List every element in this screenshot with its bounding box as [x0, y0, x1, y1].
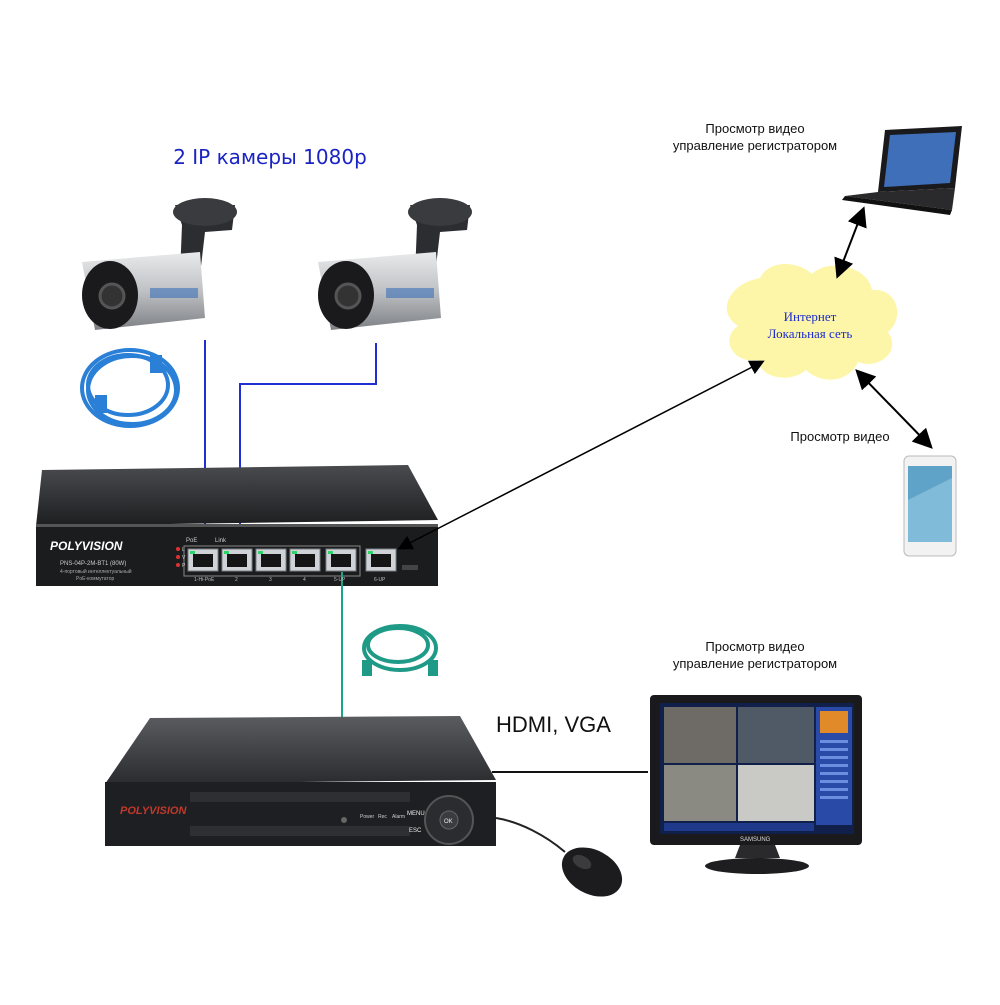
- dvr-brand: POLYVISION: [120, 805, 187, 817]
- dvr-indicator-alarm: Alarm: [392, 814, 405, 820]
- switch-brand: POLYVISION: [50, 539, 123, 553]
- mouse-icon: [495, 817, 623, 897]
- cloud-label: Интернет Локальная сеть: [735, 308, 885, 342]
- dvr-indicator-power: Power: [360, 814, 375, 820]
- green-patch-cable-icon: [362, 624, 438, 676]
- switch-model: PNS-04P-2M-BT1 (80W): [60, 561, 126, 567]
- switch-led-p: P: [182, 563, 186, 569]
- monitor: [650, 695, 862, 874]
- monitor-label-line-2: управление регистратором: [672, 656, 838, 671]
- laptop-label-line-2: управление регистратором: [672, 138, 838, 153]
- cloud-label-line-1: Интернет: [783, 309, 837, 324]
- port-label-5: 5-UP: [334, 577, 346, 583]
- dvr-menu-label: MENU: [407, 811, 425, 817]
- monitor-label: Просмотр видео управление регистратором: [655, 638, 855, 672]
- diagram-title: 2 IP камеры 1080р: [173, 145, 367, 169]
- phone-label: Просмотр видео: [790, 429, 890, 444]
- ip-camera-1: [82, 198, 237, 330]
- smartphone-icon: [903, 455, 957, 557]
- switch-led-l: L: [182, 547, 185, 553]
- camera-2-cable: [239, 343, 377, 555]
- dvr-esc-label: ESC: [409, 828, 422, 834]
- cloud-label-line-2: Локальная сеть: [767, 326, 853, 341]
- switch-link-label: Link: [215, 538, 227, 544]
- connection-label: HDMI, VGA: [496, 712, 611, 737]
- dvr-indicator-rec: Rec: [378, 814, 387, 820]
- port-label-6: 6-UP: [374, 577, 386, 583]
- monitor-brand: SAMSUNG: [740, 837, 771, 843]
- dvr-ok-label: OK: [444, 819, 453, 825]
- port-label-3: 3: [269, 577, 272, 583]
- port-label-1: 1-Hi-PoE: [194, 577, 215, 583]
- switch-poe-label: PoE: [186, 538, 197, 544]
- monitor-label-line-1: Просмотр видео: [705, 639, 805, 654]
- laptop-icon: [842, 126, 962, 215]
- switch-internet-arrow: [397, 360, 765, 550]
- switch-led-v: V: [182, 555, 186, 561]
- port-label-4: 4: [303, 577, 306, 583]
- network-video-recorder: [105, 716, 496, 846]
- blue-patch-cable-icon: [80, 348, 180, 428]
- cloud-shape: [726, 264, 898, 380]
- poe-switch: [36, 465, 438, 586]
- port-label-2: 2: [235, 577, 238, 583]
- ip-camera-2: [318, 198, 472, 330]
- switch-desc-2: PoE-коммутатор: [76, 576, 114, 582]
- laptop-label-line-1: Просмотр видео: [705, 121, 805, 136]
- switch-desc-1: 4-портовый интеллектуальный: [60, 568, 132, 575]
- laptop-arrow: [834, 206, 867, 279]
- laptop-label: Просмотр видео управление регистратором: [655, 120, 855, 154]
- phone-arrow: [855, 369, 933, 449]
